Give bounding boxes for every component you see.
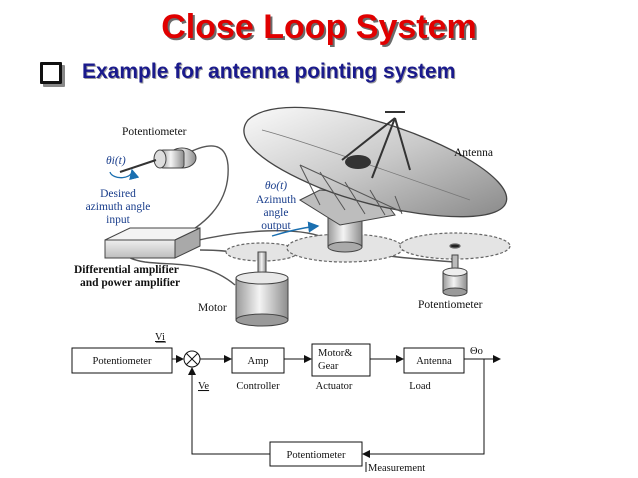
text-potentiometer-input: Potentiometer (93, 356, 152, 367)
label-theta-o: θo(t) (265, 180, 287, 192)
label-azimuth-3: output (261, 220, 291, 232)
caption-measurement: Measurement (368, 463, 425, 474)
azimuth-arrow-icon (271, 221, 320, 237)
label-diffamp-1: Differential amplifier (74, 264, 179, 276)
label-ve: Ve (198, 381, 209, 392)
label-motor: Motor (198, 302, 227, 314)
antenna-dish (243, 106, 508, 218)
text-potentiometer-feedback: Potentiometer (287, 450, 346, 461)
input-potentiometer (109, 147, 197, 181)
differential-amplifier-box (104, 227, 201, 259)
label-azimuth-1: Azimuth (256, 194, 296, 206)
label-vi: Vi (155, 332, 165, 343)
text-motor-gear-1: Motor& (318, 348, 352, 359)
slide-subtitle: Example for antenna pointing system (82, 60, 456, 83)
output-potentiometer (442, 254, 468, 297)
caption-load: Load (409, 381, 431, 392)
slide-title: Close Loop System (161, 8, 477, 46)
label-theta-out: Θo (470, 346, 483, 357)
caption-controller: Controller (236, 381, 280, 392)
text-antenna: Antenna (416, 356, 452, 367)
label-theta-i: θi(t) (106, 155, 126, 167)
motor (235, 251, 289, 327)
caption-actuator: Actuator (316, 381, 353, 392)
label-desired-3: input (106, 214, 130, 226)
checkbox-bullet-icon (40, 62, 62, 84)
block-antenna (403, 347, 465, 374)
label-diffamp-2: and power amplifier (80, 277, 180, 289)
block-amp (231, 347, 285, 374)
block-diagram (71, 341, 501, 467)
label-antenna: Antenna (454, 147, 493, 159)
gear-train (225, 232, 511, 263)
text-amp: Amp (248, 356, 269, 367)
label-desired-2: azimuth angle (86, 201, 151, 213)
label-potentiometer-top: Potentiometer (122, 126, 187, 138)
text-motor-gear-2: Gear (318, 361, 339, 372)
label-azimuth-2: angle (264, 207, 289, 219)
label-potentiometer-bottom: Potentiometer (418, 299, 483, 311)
block-potentiometer-input (71, 347, 173, 374)
label-desired-1: Desired (100, 188, 136, 200)
block-motor-gear (311, 343, 371, 377)
